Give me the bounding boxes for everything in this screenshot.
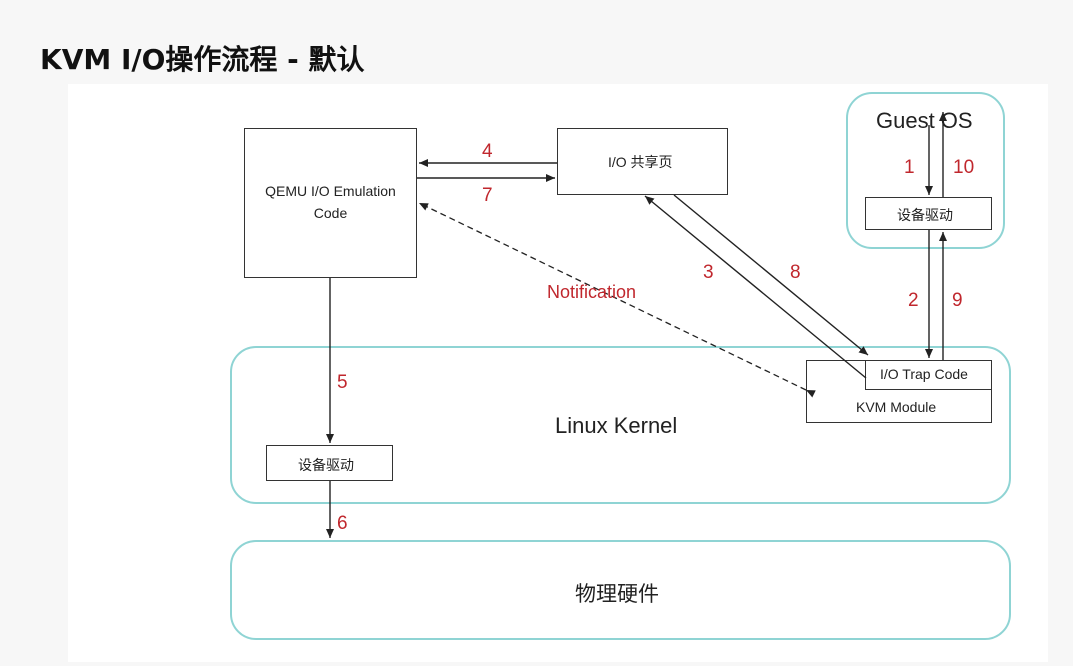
step-label-7: 7 [482,185,493,206]
qemu-emulation-box [244,128,417,278]
step-label-4: 4 [482,141,493,162]
shared-page-label: I/O 共享页 [608,154,673,170]
guest-device-driver-label: 设备驱动 [897,207,953,223]
step-label-8: 8 [790,262,801,283]
io-trap-code-box [865,360,992,390]
io-trap-code-label: I/O Trap Code [880,366,968,382]
hardware-label: 物理硬件 [575,583,659,606]
notification-label: Notification [547,282,637,302]
step-label-3: 3 [703,262,714,283]
host-device-driver-box [266,445,393,481]
step-label-9: 9 [952,290,963,311]
hardware-region [230,540,1011,640]
step-label-10: 10 [953,157,975,178]
guest-device-driver-box [865,197,992,230]
qemu-emulation-label: QEMU I/O Emulation Code [265,183,396,221]
guest-os-region [846,92,1005,249]
linux-kernel-label: Linux Kernel [555,413,678,438]
step-label-5: 5 [337,372,348,393]
guest-os-label: Guest OS [876,108,973,133]
page-title: KVM I/O操作流程 - 默认 [40,43,365,76]
step-label-2: 2 [908,290,919,311]
step-label-1: 1 [904,157,915,178]
shared-page-box [557,128,728,195]
host-device-driver-label: 设备驱动 [298,457,354,473]
step-label-6: 6 [337,513,348,534]
kvm-module-label: KVM Module [856,399,937,415]
